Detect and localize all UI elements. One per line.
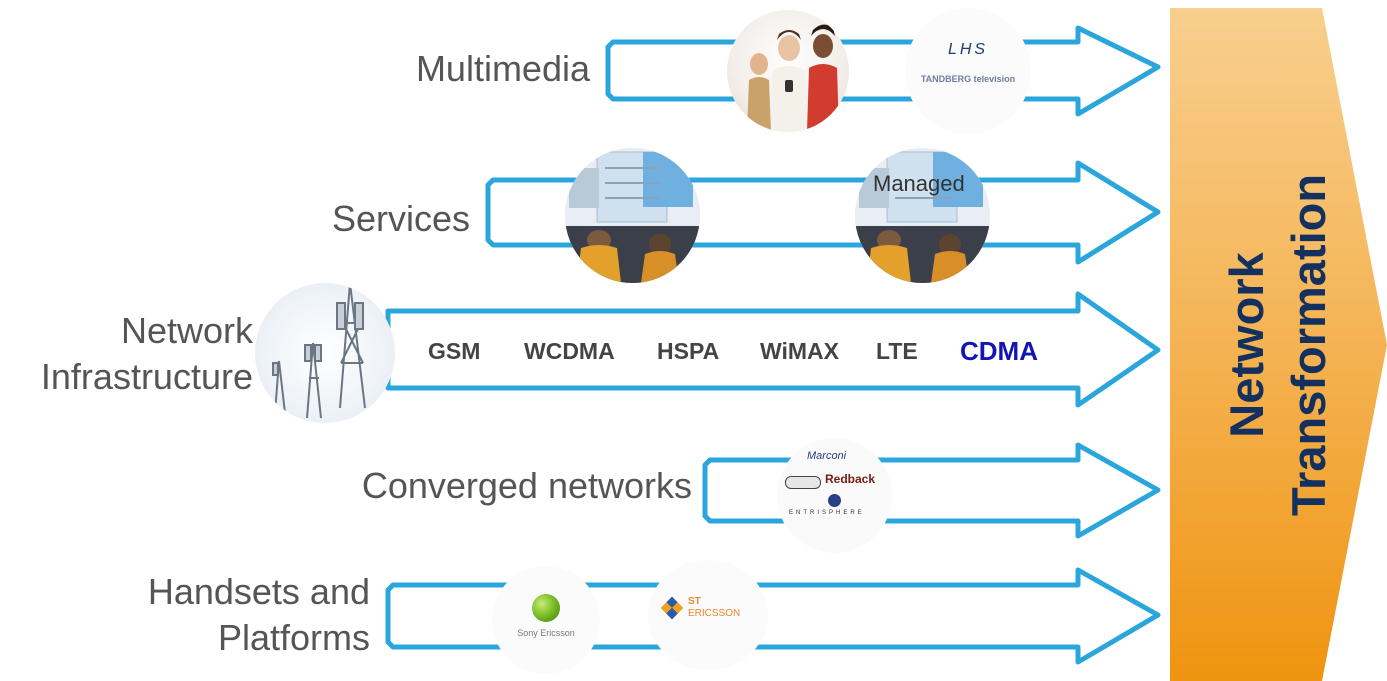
managed-caption: Managed — [873, 171, 965, 196]
sony-ericsson-text: Sony Ericsson — [517, 628, 575, 638]
row-label-handsets-platforms: Handsets and Platforms — [100, 569, 370, 661]
row-label-services: Services — [331, 198, 470, 239]
network-infrastructure-arrow — [385, 291, 1161, 408]
lhs-logo: LHS — [947, 41, 989, 58]
redback-symbol-icon — [785, 476, 821, 489]
ericsson-text: ERICSSON — [688, 608, 741, 619]
services-office-photo-1 — [565, 148, 700, 283]
multimedia-people-photo — [727, 10, 849, 132]
sony-ericsson-orb-icon — [532, 594, 560, 622]
tower-illustration — [272, 283, 366, 419]
tandberg-logo: TANDBERG television — [920, 74, 1016, 84]
st-ericsson-logo: ST ERICSSON — [648, 560, 768, 670]
st-text: ST — [688, 596, 701, 607]
entrisphere-logo: ENTRISPHERE — [789, 510, 865, 516]
network-tower-photo — [255, 283, 395, 423]
people-illustration — [747, 24, 839, 132]
tech-lte: LTE — [876, 338, 918, 364]
tech-wcdma: WCDMA — [524, 338, 615, 364]
row-label-line: Infrastructure — [40, 356, 253, 397]
banner-title-line: Transformation — [1282, 173, 1335, 517]
tech-gsm: GSM — [428, 338, 481, 364]
st-ericsson-mark-icon — [660, 596, 684, 620]
row-label-converged-networks: Converged networks — [361, 465, 692, 506]
row-label-line: Handsets and — [147, 571, 370, 612]
tech-cdma: CDMA — [960, 336, 1038, 366]
banner-title-line: Network — [1220, 252, 1273, 438]
services-office-photo-2 — [855, 148, 990, 283]
tech-hspa: HSPA — [657, 338, 720, 364]
converged-networks-logos: Marconi Redback ENTRISPHERE — [777, 438, 892, 553]
redback-logo: Redback — [825, 472, 876, 486]
office-illustration — [565, 148, 700, 283]
marconi-logo: Marconi — [807, 450, 847, 462]
row-label-network-infrastructure: Network Infrastructure — [0, 308, 253, 400]
banner-title: Network Transformation — [1216, 174, 1340, 516]
row-label-line: Network — [120, 310, 253, 351]
tech-wimax: WiMAX — [760, 338, 840, 364]
row-label-multimedia: Multimedia — [415, 48, 590, 89]
lhs-tandberg-logo: LHS TANDBERG television — [905, 8, 1031, 134]
entrisphere-globe-icon — [828, 494, 841, 507]
multimedia-arrow — [605, 25, 1161, 117]
sony-ericsson-logo: Sony Ericsson — [492, 566, 600, 674]
network-transformation-banner — [1170, 8, 1387, 681]
row-label-line: Platforms — [217, 617, 370, 658]
services-arrow — [485, 160, 1161, 265]
converged-networks-arrow — [702, 442, 1161, 539]
office-illustration — [855, 148, 990, 283]
